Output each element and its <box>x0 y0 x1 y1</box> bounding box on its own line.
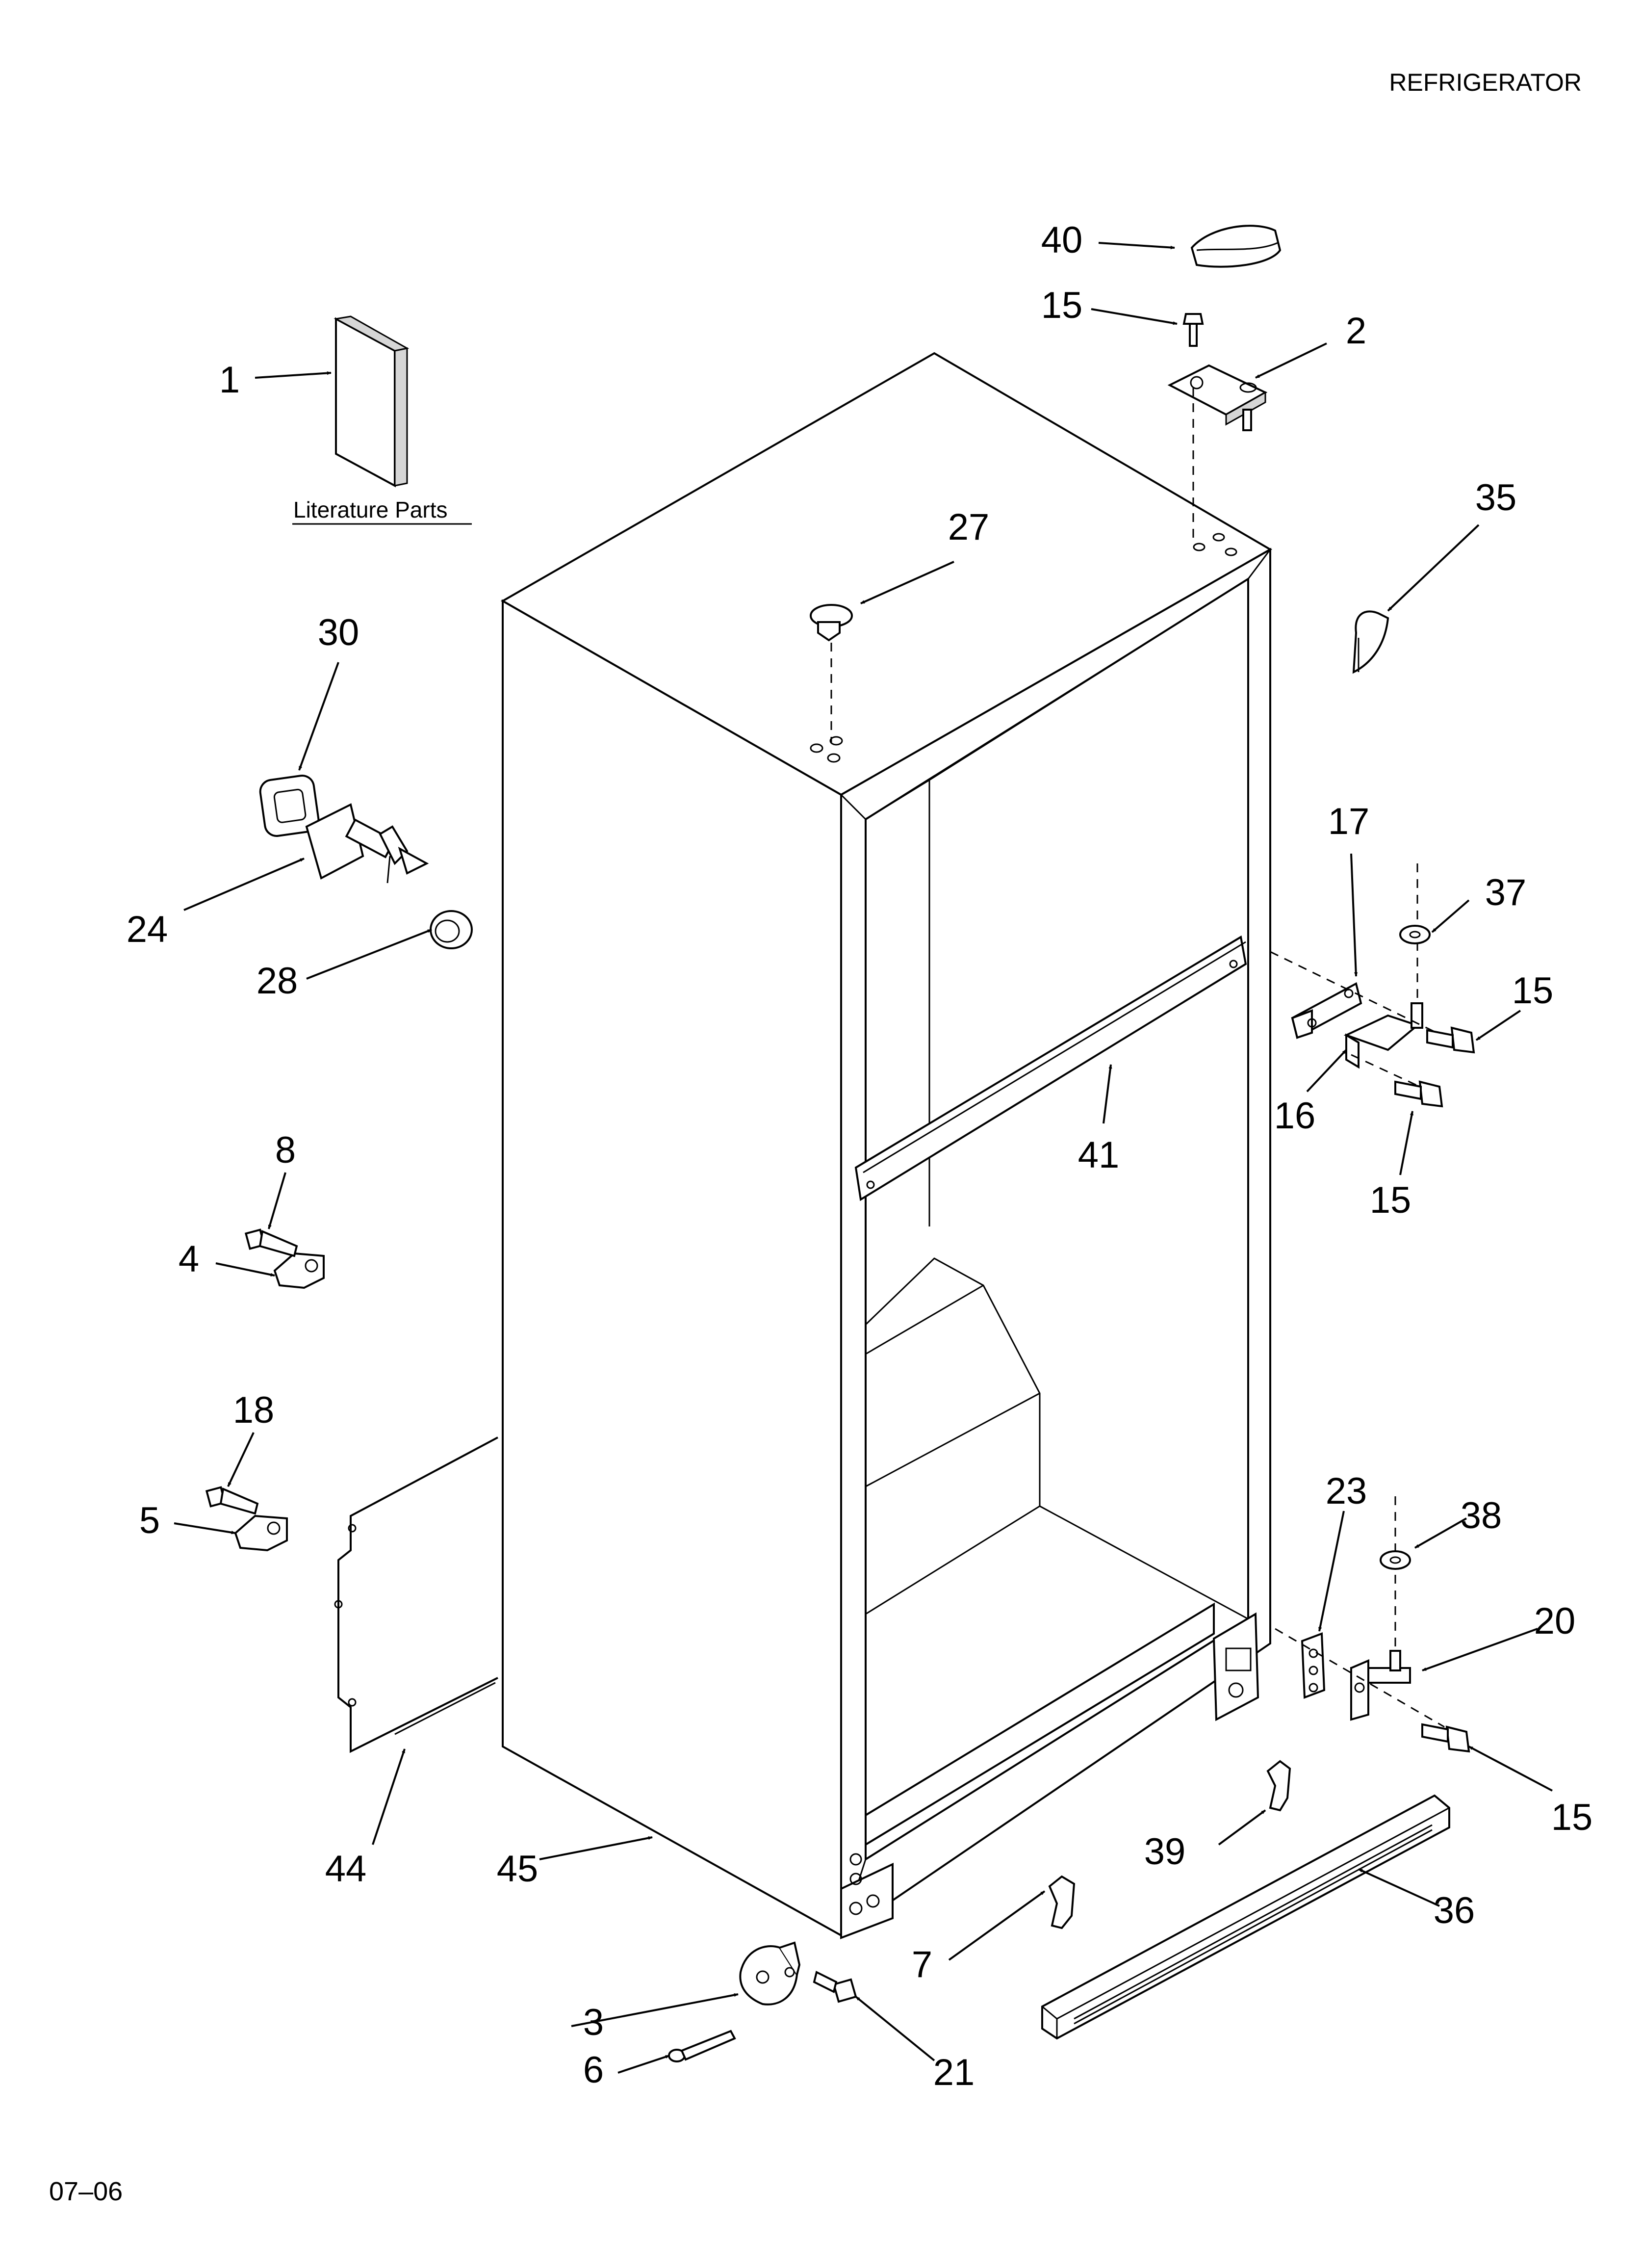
hinge-cover-part <box>1190 225 1282 268</box>
callout-15-top: 15 <box>1041 285 1083 326</box>
roller-screw-part <box>813 1971 857 2003</box>
grille-clip-lower-part <box>1048 1875 1076 1929</box>
callout-15-center-lower: 15 <box>1370 1179 1411 1221</box>
callout-35: 35 <box>1475 477 1517 519</box>
callout-2: 2 <box>1346 310 1366 352</box>
tube-clip-lower-part <box>234 1514 288 1552</box>
callout-15-center-right: 15 <box>1512 970 1554 1012</box>
control-gasket-part <box>259 775 320 837</box>
callout-15-bottom: 15 <box>1551 1797 1593 1838</box>
callout-45: 45 <box>497 1848 539 1890</box>
back-panel-part <box>334 1436 498 1753</box>
bottom-hinge-shim-part <box>1301 1632 1326 1699</box>
callout-24: 24 <box>127 909 168 950</box>
callout-20: 20 <box>1534 1600 1576 1642</box>
bottom-hinge-screw-part <box>1421 1723 1470 1753</box>
control-shaft-part <box>305 803 429 884</box>
literature-booklet-part <box>334 315 410 488</box>
clip-lower-screw-part <box>205 1486 259 1515</box>
callout-18: 18 <box>233 1389 275 1431</box>
callout-7: 7 <box>912 1944 932 1985</box>
bottom-hinge-part <box>1275 1496 1445 1728</box>
callout-27: 27 <box>948 506 990 548</box>
toe-grille-part <box>1041 1794 1450 2040</box>
callout-44: 44 <box>325 1848 367 1890</box>
callout-23: 23 <box>1326 1470 1367 1512</box>
callout-30: 30 <box>318 612 359 653</box>
top-hinge-part <box>1167 364 1268 540</box>
cabinet-shell-part <box>500 352 1272 1939</box>
callout-39: 39 <box>1144 1831 1186 1873</box>
callout-6: 6 <box>583 2049 604 2091</box>
door-stop-part <box>1352 610 1389 674</box>
cabinet-plug-part <box>810 604 853 743</box>
callout-1: 1 <box>219 359 240 401</box>
callout-16: 16 <box>1274 1095 1316 1137</box>
callout-5: 5 <box>139 1500 160 1541</box>
callout-3: 3 <box>583 2002 604 2043</box>
callout-41: 41 <box>1078 1134 1120 1176</box>
callout-4: 4 <box>179 1238 199 1280</box>
header-title: REFRIGERATOR <box>1389 69 1582 96</box>
callout-38: 38 <box>1461 1495 1502 1537</box>
center-hinge-part <box>1270 863 1452 1088</box>
roller-pin-part <box>668 2030 736 2062</box>
callout-17: 17 <box>1328 801 1370 842</box>
top-hinge-screw-part <box>1182 313 1204 347</box>
callout-28: 28 <box>257 960 298 1002</box>
literature-parts-label: Literature Parts <box>293 497 447 522</box>
callout-8: 8 <box>275 1129 296 1171</box>
bottom-hinge-washer-part <box>1380 1550 1411 1570</box>
center-hinge-washer-part <box>1399 925 1431 944</box>
callout-40: 40 <box>1041 219 1083 261</box>
callout-arrows <box>174 242 1553 2074</box>
footer-code: 07–06 <box>49 2177 123 2206</box>
roller-housing-part <box>739 1941 801 2006</box>
clip-screw-part <box>244 1228 298 1257</box>
center-hinge-shim-part <box>1291 982 1362 1039</box>
center-hinge-screw-lower-part <box>1394 1080 1443 1108</box>
callout-21: 21 <box>933 2052 975 2093</box>
center-hinge-screw-upper-part <box>1426 1026 1475 1054</box>
callout-37: 37 <box>1485 872 1527 913</box>
callout-numbers: 1 2 3 4 5 6 7 8 15 15 15 15 16 17 18 20 … <box>127 219 1593 2093</box>
tube-clip-part <box>273 1252 325 1289</box>
callout-36: 36 <box>1434 1890 1475 1931</box>
control-bushing-part <box>430 910 473 949</box>
grille-clip-part <box>1266 1760 1291 1812</box>
center-mullion-part <box>854 935 1247 1201</box>
